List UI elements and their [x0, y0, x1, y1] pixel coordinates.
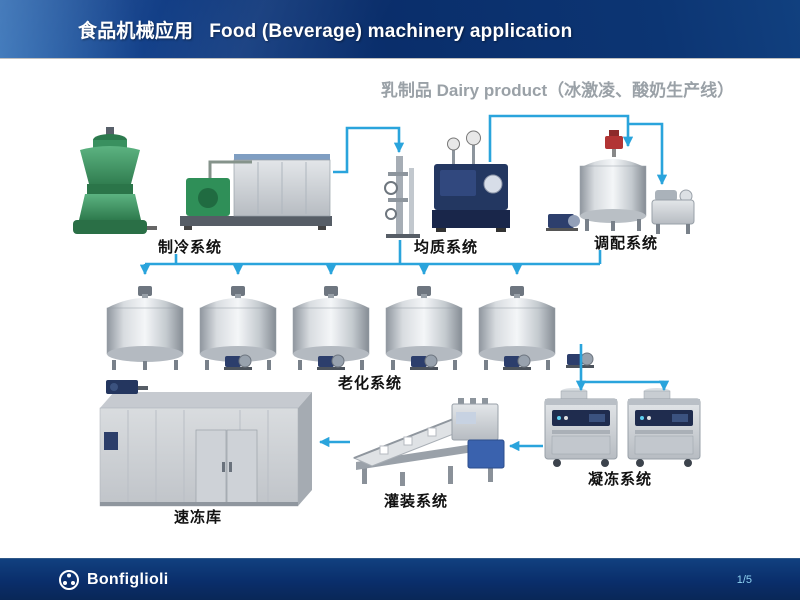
transfer-pump: [409, 354, 439, 371]
cooling-tower: [73, 127, 157, 234]
label-filling-system: 灌装系统: [384, 493, 449, 510]
label-freezing-system: 凝冻系统: [588, 471, 653, 488]
aging-tank: [106, 285, 184, 371]
page-title-en: Food (Beverage) machinery application: [209, 20, 573, 42]
transfer-pump: [223, 354, 253, 371]
continuous-freezer: [627, 387, 701, 468]
blending-unit: [546, 130, 695, 234]
label-aging-system: 老化系统: [338, 375, 403, 392]
footer-bar: Bonfiglioli 1/5: [0, 558, 800, 600]
label-refrigeration-system: 制冷系统: [158, 239, 223, 256]
brand-logo: Bonfiglioli: [58, 569, 169, 591]
label-homogenizing-system: 均质系统: [414, 239, 479, 256]
aging-tanks: [106, 285, 595, 371]
page-title-zh: 食品机械应用: [78, 20, 194, 42]
page-title: 食品机械应用 Food (Beverage) machinery applicat…: [78, 16, 572, 43]
bonfiglioli-ring-icon: [59, 569, 79, 590]
transfer-pump: [502, 354, 532, 371]
homogenizer: [384, 130, 510, 238]
page-number: 1/5: [736, 573, 752, 586]
quick-freeze-room: [99, 380, 312, 507]
label-quick-freeze-room: 速冻库: [174, 509, 223, 526]
freezing-machines: [544, 387, 701, 468]
brand-name: Bonfiglioli: [87, 570, 169, 588]
continuous-freezer: [544, 387, 618, 468]
transfer-pump: [316, 354, 346, 371]
header-bar: 食品机械应用 Food (Beverage) machinery applicat…: [0, 0, 800, 58]
flow-arrows: [139, 114, 670, 452]
filling-machine: [352, 398, 505, 486]
chiller-unit: [180, 154, 332, 230]
label-blending-system: 调配系统: [594, 235, 659, 252]
slide-subtitle: 乳制品 Dairy product（冰激凌、酸奶生产线）: [380, 81, 735, 100]
